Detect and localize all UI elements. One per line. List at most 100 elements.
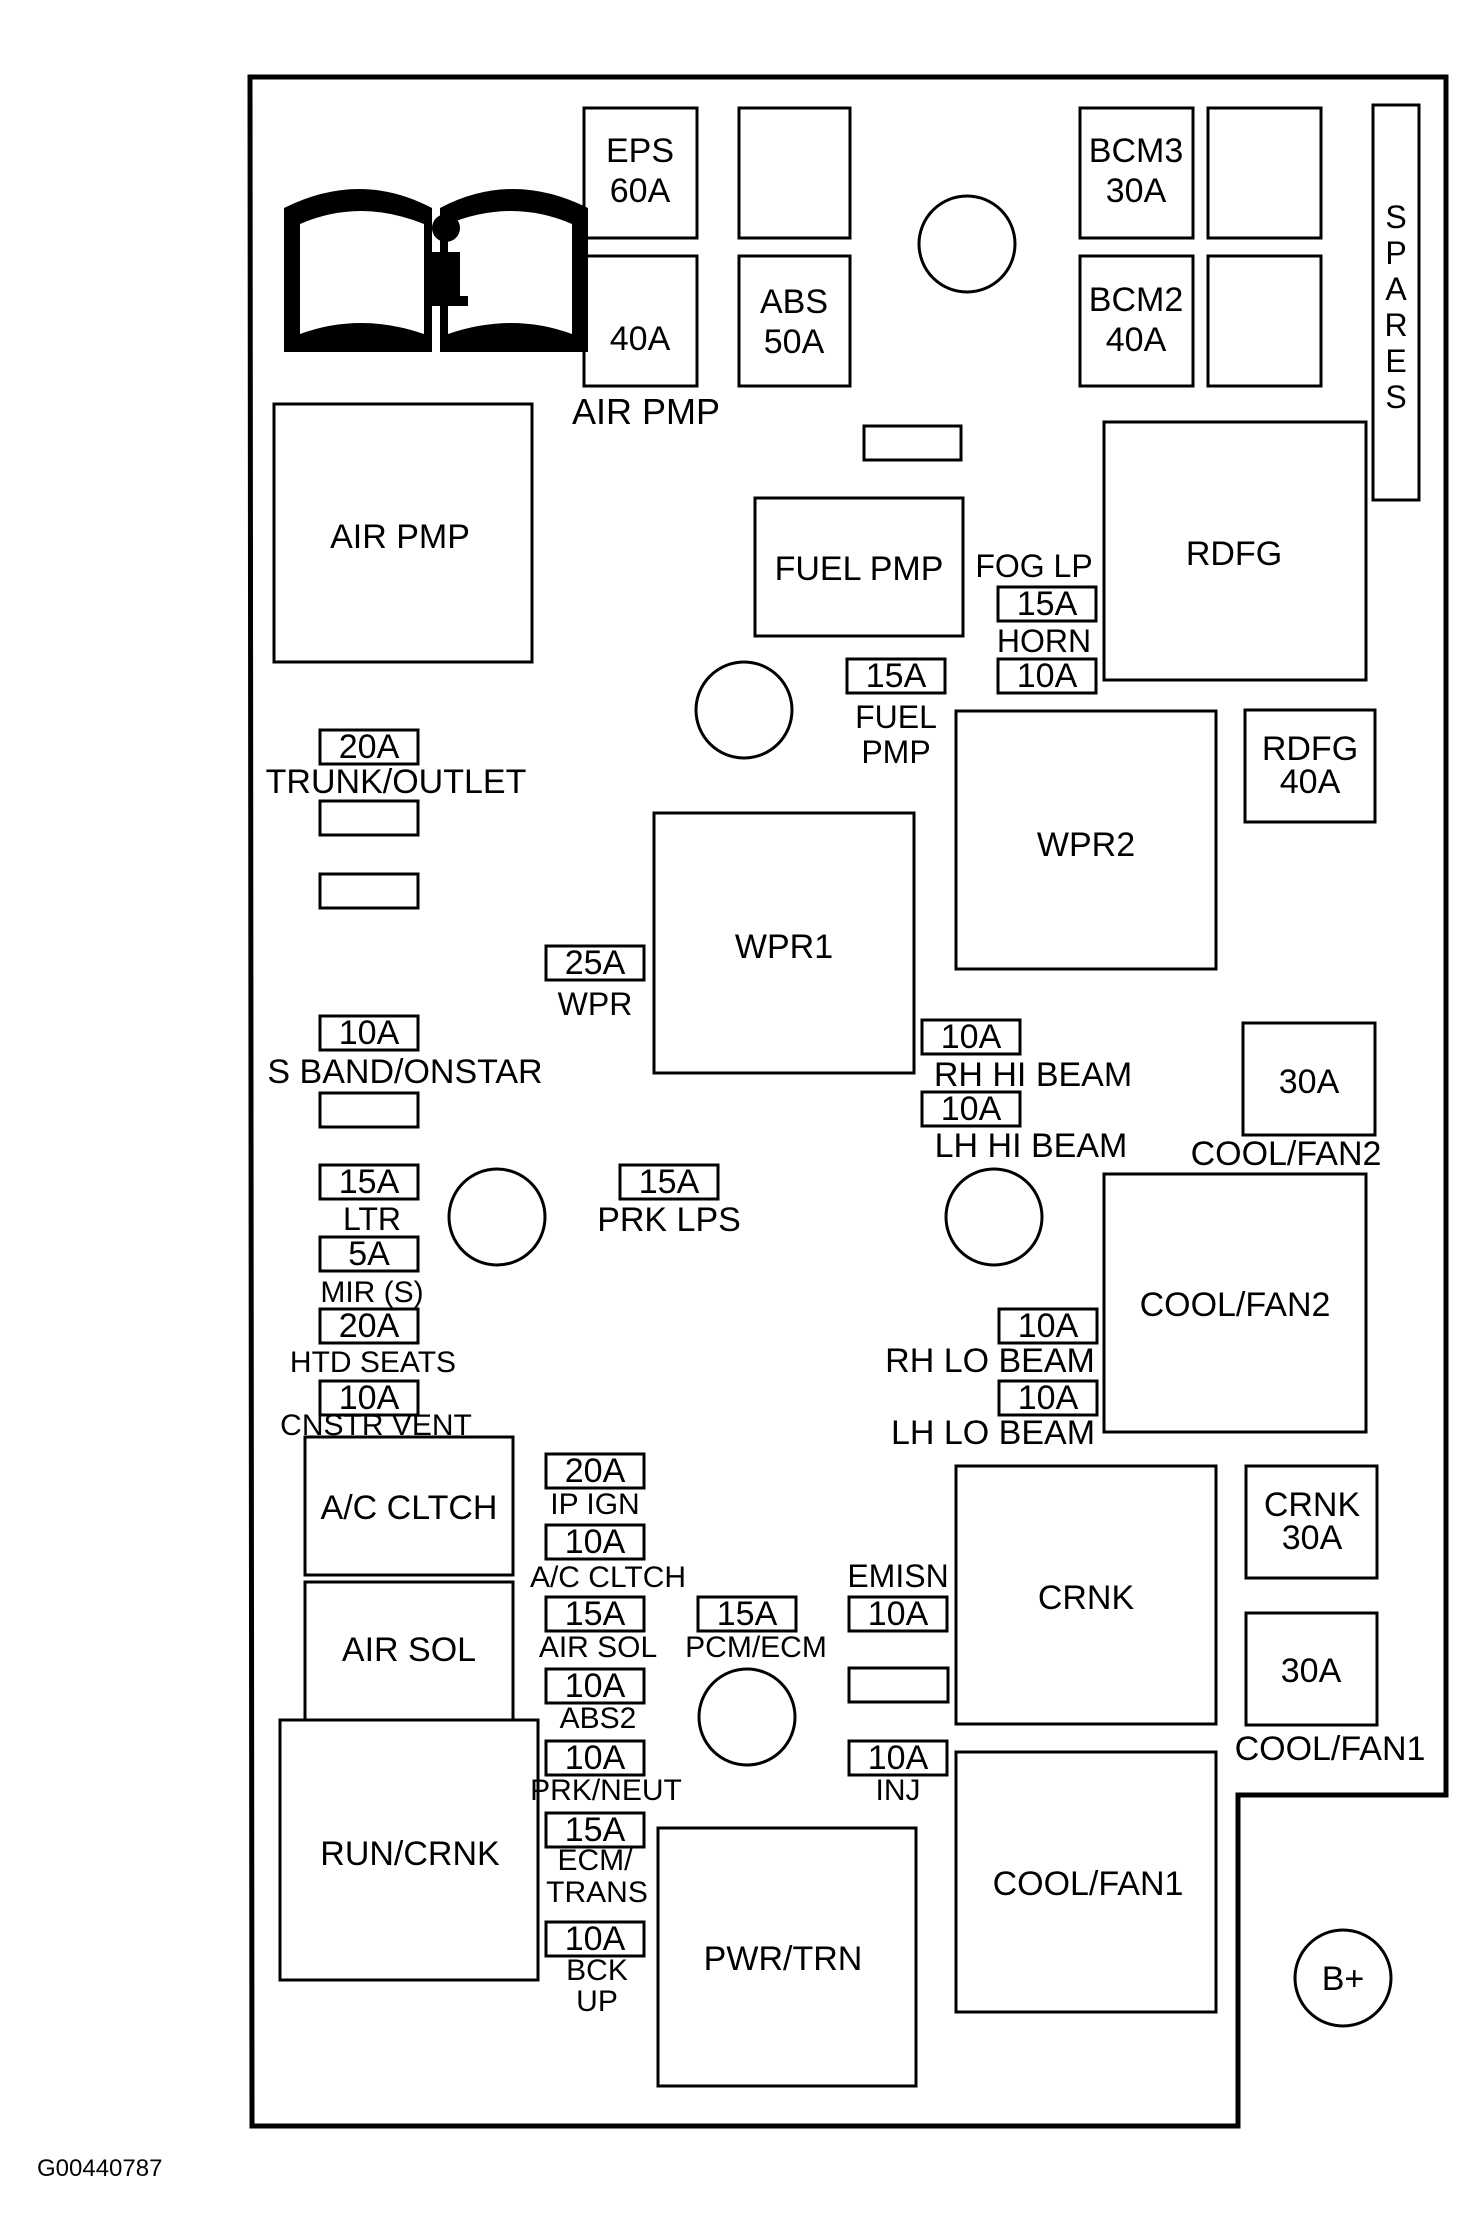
mini-fuse-bck (544, 1920, 646, 1958)
cool-fan2-fuse-label: COOL/FAN2 (1191, 1135, 1382, 1173)
mini-fuse-wpr (544, 944, 646, 982)
ltr-value: 15A (339, 1163, 400, 1201)
mini-fuse-ac-cltch (544, 1523, 646, 1561)
cool-fan1-fuse-value: 30A (1281, 1652, 1342, 1690)
relay-run-crnk (278, 1718, 540, 1982)
abs2-value: 10A (565, 1667, 626, 1705)
ac-cltch-relay-label: A/C CLTCH (321, 1489, 498, 1527)
mini-fuse-htd (318, 1307, 420, 1345)
fuse-blank-2 (1206, 106, 1323, 240)
pwr-trn-relay-label: PWR/TRN (704, 1940, 863, 1978)
s-band-value: 10A (339, 1014, 400, 1052)
pcm-label: PCM/ECM (685, 1631, 827, 1664)
mini-fuse-ecm (544, 1811, 646, 1849)
emisn-label: EMISN (847, 1558, 948, 1594)
horn-value: 10A (1017, 657, 1078, 695)
mini-fuse-emisn (847, 1595, 949, 1633)
mini-fuse-blank-1 (318, 799, 420, 837)
fuse-rdfg (1243, 708, 1377, 824)
b-plus-terminal (1293, 1928, 1393, 2028)
spares-letter: A (1385, 271, 1407, 307)
wpr-value: 25A (565, 944, 626, 982)
air-sol-value: 15A (565, 1595, 626, 1633)
rdfg-relay-label: RDFG (1186, 535, 1282, 573)
bck-label-2: UP (576, 1985, 618, 2018)
air-sol-label: AIR SOL (539, 1631, 657, 1664)
mini-fuse-fog-lp (996, 585, 1098, 623)
mini-fuse-prk-lps (618, 1163, 720, 1201)
mini-fuse-blank-4 (847, 1666, 950, 1704)
mir-label: MIR (S) (320, 1276, 423, 1309)
relay-wpr2 (954, 709, 1218, 971)
emisn-value: 10A (868, 1595, 929, 1633)
air-sol-relay-label: AIR SOL (342, 1631, 476, 1669)
mount-hole-4 (944, 1167, 1044, 1267)
info-book-icon (284, 189, 588, 352)
mount-hole-5 (697, 1667, 797, 1767)
wpr1-label: WPR1 (735, 928, 833, 966)
mini-fuse-air-sol (544, 1595, 646, 1633)
mini-fuse-rh-hi (920, 1018, 1022, 1056)
spares-letter: S (1385, 199, 1406, 235)
relay-cool-fan1 (954, 1750, 1218, 2014)
mini-fuse-rh-lo (997, 1307, 1099, 1345)
ip-ign-value: 20A (565, 1452, 626, 1490)
mount-hole-3 (447, 1167, 547, 1267)
cnstr-value: 10A (339, 1379, 400, 1417)
mount-hole-2 (694, 660, 794, 760)
fuse-blank-3 (1206, 254, 1323, 388)
ltr-label: LTR (343, 1201, 401, 1237)
eps-label: EPS (606, 132, 674, 170)
air-pmp-relay-label: AIR PMP (330, 518, 470, 556)
air-pmp-fuse-value: 40A (610, 320, 671, 358)
spares-letter: R (1384, 307, 1407, 343)
rdfg-fuse-label: RDFG (1262, 730, 1358, 768)
wpr-label: WPR (558, 986, 633, 1022)
rh-hi-label: RH HI BEAM (934, 1056, 1132, 1094)
mir-value: 5A (348, 1235, 390, 1273)
relay-crnk (954, 1464, 1218, 1726)
air-pmp-fuse-label: AIR PMP (572, 391, 720, 432)
ecm-value: 15A (565, 1811, 626, 1849)
rh-lo-value: 10A (1018, 1307, 1079, 1345)
rh-hi-value: 10A (941, 1018, 1002, 1056)
bck-value: 10A (565, 1920, 626, 1958)
mini-fuse-s-band (318, 1014, 420, 1052)
mini-fuse-lh-hi (920, 1090, 1022, 1128)
prk-lps-value: 15A (639, 1163, 700, 1201)
lh-hi-label: LH HI BEAM (935, 1127, 1128, 1165)
spares-letter: P (1385, 235, 1406, 271)
abs-value: 50A (764, 323, 825, 361)
mini-fuse-mir (318, 1235, 420, 1273)
trunk-outlet-value: 20A (339, 728, 400, 766)
fuse-bcm3 (1078, 106, 1195, 240)
mini-fuse-fuel-pmp (845, 657, 947, 695)
spares-strip (1371, 103, 1421, 502)
mini-fuse-lh-lo (997, 1379, 1099, 1417)
mini-fuse-inj (847, 1739, 949, 1777)
spares-letter: S (1385, 379, 1406, 415)
figure-id: G00440787 (37, 2155, 162, 2182)
mini-fuse-horn (996, 657, 1098, 695)
fuse-cool-fan1 (1244, 1611, 1379, 1727)
fuse-crnk (1244, 1464, 1379, 1580)
rh-lo-label: RH LO BEAM (885, 1342, 1095, 1380)
htd-value: 20A (339, 1307, 400, 1345)
fog-lp-label: FOG LP (975, 548, 1092, 584)
fuel-pmp-relay-label: FUEL PMP (775, 550, 944, 588)
inj-label: INJ (876, 1774, 921, 1807)
cool-fan1-fuse-label: COOL/FAN1 (1235, 1730, 1426, 1768)
relay-cool-fan2 (1102, 1172, 1368, 1434)
bck-label-1: BCK (566, 1954, 628, 1987)
mini-fuse-blank-3 (318, 1091, 420, 1129)
bcm2-value: 40A (1106, 321, 1167, 359)
relay-rdfg (1102, 420, 1368, 682)
cool-fan2-fuse-value: 30A (1279, 1063, 1340, 1101)
cool-fan2-relay-label: COOL/FAN2 (1140, 1286, 1331, 1324)
fuse-abs (737, 254, 852, 388)
bcm3-value: 30A (1106, 172, 1167, 210)
fuel-pmp-fuse-value: 15A (866, 657, 927, 695)
ac-cltch-value: 10A (565, 1523, 626, 1561)
cnstr-label: CNSTR VENT (280, 1409, 472, 1442)
